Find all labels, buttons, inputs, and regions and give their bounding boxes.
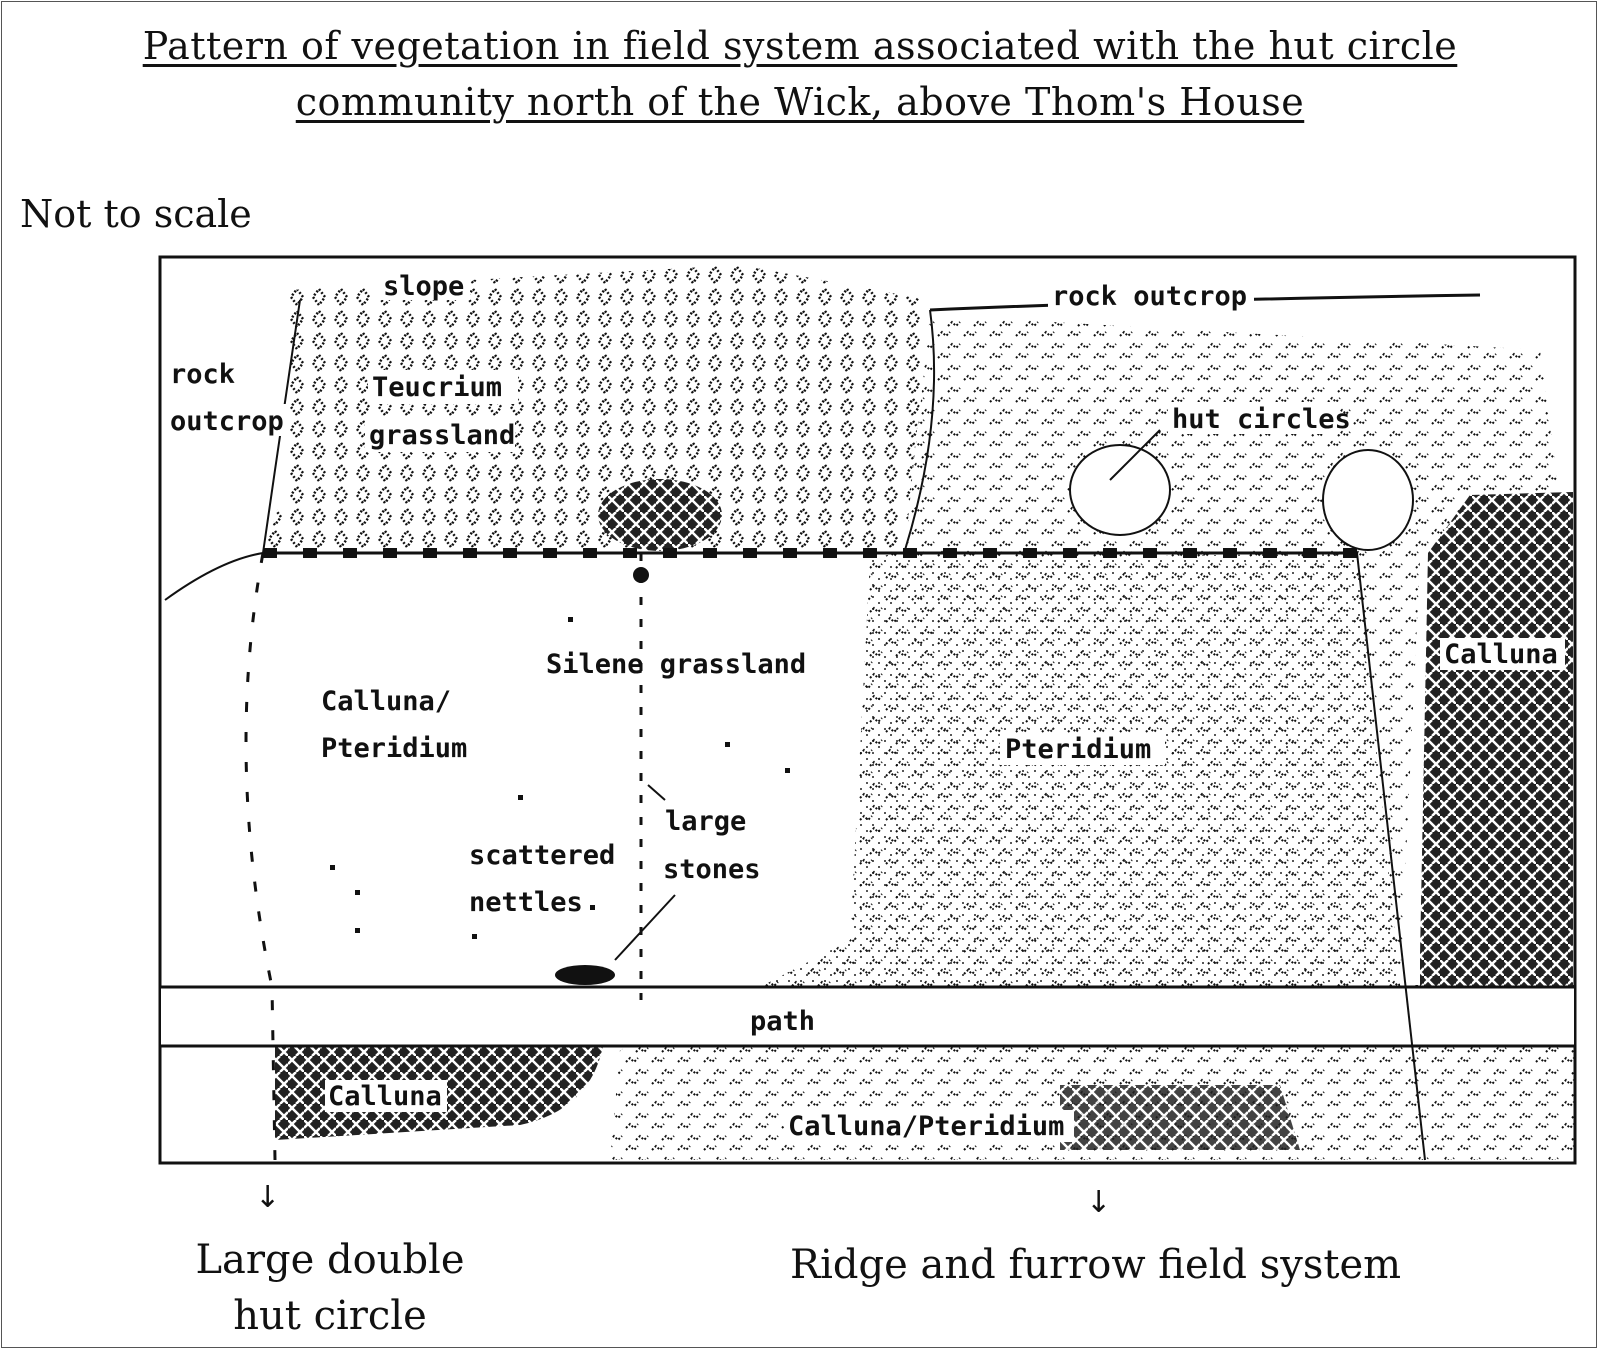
scale-note: Not to scale (20, 192, 252, 236)
rock-outcrop-left-line (164, 299, 301, 601)
label-calluna-slash: Calluna/ (321, 686, 451, 717)
hut-circle-1 (1069, 444, 1171, 536)
label-stones: stones (663, 854, 761, 885)
label-nettles: nettles (469, 887, 583, 918)
caption-right: Ridge and furrow field system (790, 1242, 1402, 1288)
label-scattered: scattered (469, 840, 615, 871)
calluna-right-patch (1420, 492, 1573, 995)
label-calluna-bottom: Calluna (328, 1081, 442, 1112)
nettle-dots (330, 617, 790, 939)
label-grassland: grassland (369, 420, 515, 451)
label-hut-circles: hut circles (1172, 404, 1351, 435)
hut-circle-wall-left (244, 552, 277, 1161)
hut-circle-2 (1322, 449, 1414, 551)
label-large: large (665, 806, 746, 837)
label-pteridium-left: Pteridium (321, 733, 467, 764)
calluna-pteridium-patch (1060, 1085, 1300, 1150)
arrow-down-icon: ↓ (1086, 1185, 1112, 1220)
teucrium-grassland-area (263, 265, 930, 553)
label-teucrium: Teucrium (372, 372, 502, 403)
large-stones-cluster (555, 965, 615, 985)
label-slope: slope (383, 271, 464, 302)
title-line-1: Pattern of vegetation in field system as… (142, 24, 1458, 68)
label-rock-outcrop-top: rock outcrop (1052, 281, 1247, 312)
title-line-2: community north of the Wick, above Thom'… (295, 80, 1305, 124)
label-silene-grassland: Silene grassland (546, 649, 806, 680)
label-calluna-pteridium-bottom: Calluna/Pteridium (788, 1111, 1064, 1142)
caption-left-line-1: Large double (195, 1237, 465, 1283)
label-outcrop: outcrop (170, 406, 284, 437)
field-enclosure (253, 553, 641, 987)
silene-grassland-area (641, 553, 870, 987)
pteridium-dotted-area (760, 553, 1400, 985)
label-path: path (750, 1006, 815, 1037)
arrow-down-icon: ↓ (255, 1180, 281, 1215)
label-pteridium-mid: Pteridium (1005, 734, 1151, 765)
caption-left-line-2: hut circle (233, 1293, 427, 1339)
label-calluna-right: Calluna (1444, 639, 1558, 670)
label-rock: rock (170, 359, 235, 390)
stone-patch (598, 479, 722, 551)
